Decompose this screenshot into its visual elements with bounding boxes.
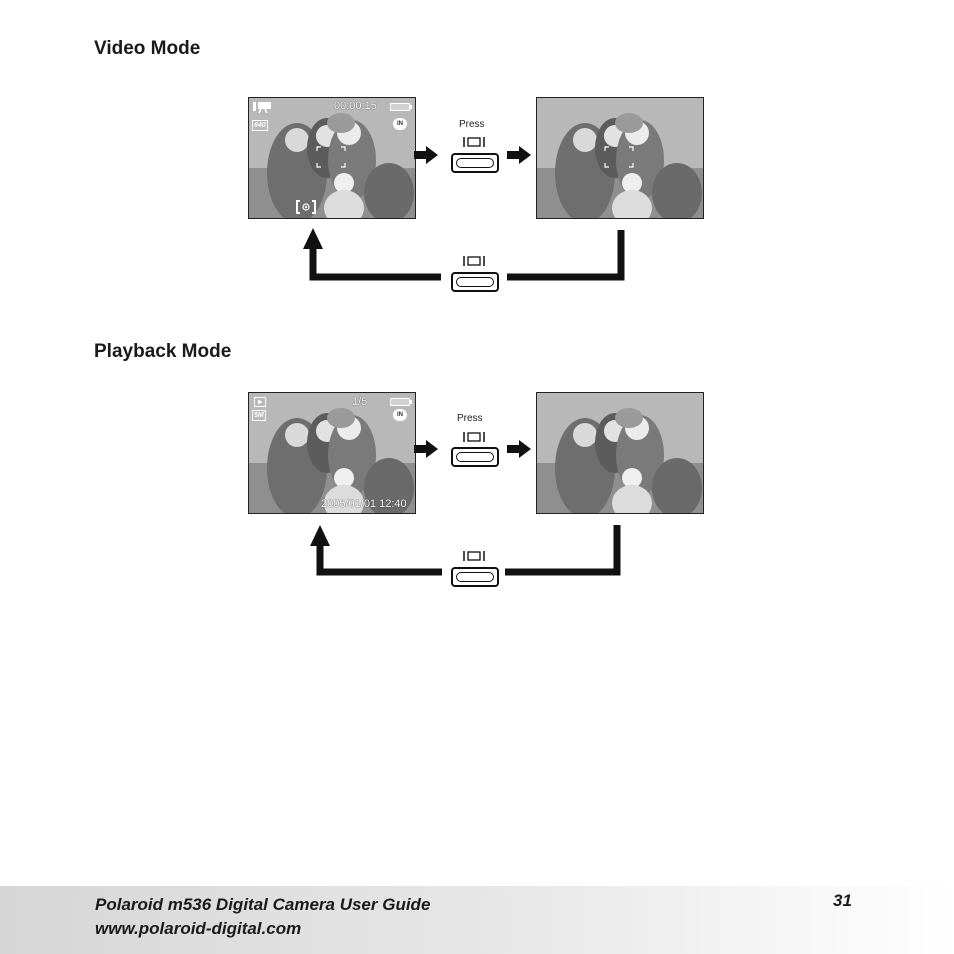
playback-icon: [254, 397, 266, 407]
memory-icon: IN: [393, 118, 407, 130]
playback-mode-heading: Playback Mode: [94, 341, 231, 363]
arrow-right-icon: [414, 146, 438, 164]
display-button[interactable]: [451, 447, 499, 467]
display-button[interactable]: [451, 272, 499, 292]
photo-image: [249, 393, 415, 513]
footer-title: Polaroid m536 Digital Camera User Guide: [95, 895, 430, 915]
battery-icon: [390, 398, 410, 406]
display-button[interactable]: [451, 567, 499, 587]
video-mode-heading: Video Mode: [94, 38, 200, 60]
footer-url: www.polaroid-digital.com: [95, 919, 301, 939]
playback-screen-info: 1/5 5M IN 2005/01/01 12:40: [248, 392, 416, 514]
video-camera-icon: [253, 101, 273, 113]
display-button[interactable]: [451, 153, 499, 173]
battery-icon: [390, 103, 410, 111]
display-button-icon: [463, 550, 485, 562]
video-timer: 00:00:15: [334, 101, 377, 112]
display-button-icon: [463, 136, 485, 148]
photo-image: [537, 393, 703, 513]
focus-frame: [604, 146, 634, 168]
resolution-badge: 5M: [252, 410, 266, 421]
timestamp: 2005/01/01 12:40: [321, 499, 407, 510]
focus-frame: [316, 146, 346, 168]
video-screen-clean: [536, 97, 704, 219]
stabilizer-icon: [296, 200, 316, 214]
resolution-badge: 640: [252, 120, 268, 131]
arrow-right-icon: [507, 440, 531, 458]
display-button-icon: [463, 255, 485, 267]
arrow-right-icon: [414, 440, 438, 458]
press-label: Press: [459, 119, 485, 130]
arrow-right-icon: [507, 146, 531, 164]
page-number: 31: [833, 891, 852, 911]
display-button-icon: [463, 431, 485, 443]
memory-icon: IN: [393, 409, 407, 421]
press-label: Press: [457, 413, 483, 424]
playback-screen-clean: [536, 392, 704, 514]
video-screen-preview: 00:00:15 640 IN: [248, 97, 416, 219]
image-counter: 1/5: [352, 397, 367, 408]
